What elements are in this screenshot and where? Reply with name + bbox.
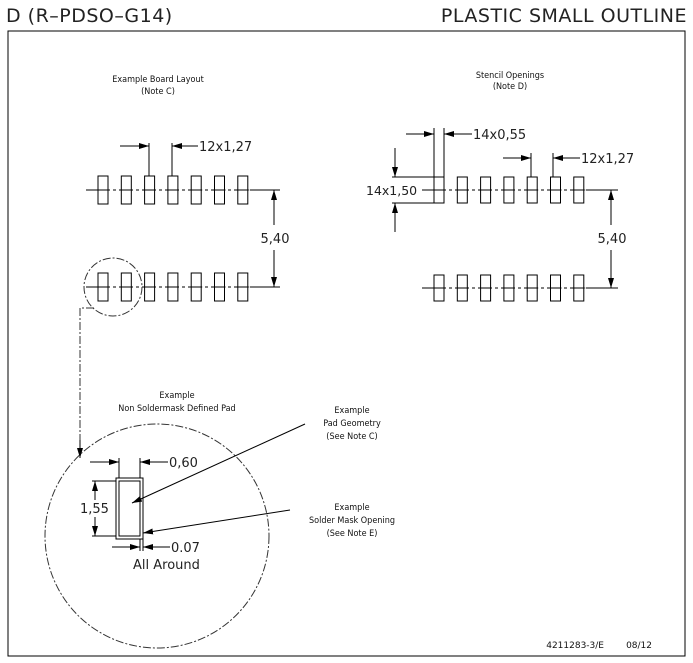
stencil-title: Stencil Openings xyxy=(476,71,544,81)
clearance-dimension: 0.07 All Around xyxy=(112,539,200,573)
stencil-length-label: 14x1,50 xyxy=(366,183,417,198)
board-row-spacing-dimension: 5,40 xyxy=(252,189,290,288)
board-layout-top-row xyxy=(86,175,280,205)
package-type: PLASTIC SMALL OUTLINE xyxy=(441,5,687,27)
stencil-pitch-label: 12x1,27 xyxy=(581,152,634,167)
stencil-row-spacing-label: 5,40 xyxy=(598,232,627,247)
stencil-top-row xyxy=(422,176,618,204)
board-row-spacing-label: 5,40 xyxy=(261,232,290,247)
stencil-width-dimension: 14x0,55 xyxy=(406,128,526,178)
callout-mask-line1: Example xyxy=(334,503,369,513)
clearance-label: 0.07 xyxy=(171,541,200,556)
drawing-date: 08/12 xyxy=(626,641,652,651)
solder-mask-opening xyxy=(115,477,144,540)
pad-width-dimension: 0,60 xyxy=(90,456,198,478)
pad-geometry xyxy=(118,480,141,537)
solder-mask-leader xyxy=(142,509,291,535)
drawing-number: 4211283-3/E xyxy=(546,641,604,651)
stencil-length-dimension: 14x1,50 xyxy=(366,148,440,232)
stencil-row-spacing-dimension: 5,40 xyxy=(590,189,627,289)
callout-mask-line3: (See Note E) xyxy=(327,529,378,539)
board-layout-bottom-row xyxy=(86,272,280,302)
detail-title-line2: Non Soldermask Defined Pad xyxy=(118,404,235,414)
detail-callout-circle xyxy=(83,257,143,317)
stencil-pitch-dimension: 12x1,27 xyxy=(503,152,634,177)
package-code: D (R–PDSO–G14) xyxy=(6,5,173,27)
callout-mask-line2: Solder Mask Opening xyxy=(309,516,395,526)
pad-length-label: 1,55 xyxy=(80,502,109,517)
callout-pad-line1: Example xyxy=(334,406,369,416)
board-layout-title: Example Board Layout xyxy=(112,75,204,85)
stencil-width-label: 14x0,55 xyxy=(473,128,526,143)
stencil-note: (Note D) xyxy=(493,82,527,92)
detail-circle xyxy=(44,423,270,649)
pad-width-label: 0,60 xyxy=(169,456,198,471)
detail-leader-line xyxy=(79,307,94,458)
stencil-bottom-row xyxy=(422,274,618,302)
callout-pad-line2: Pad Geometry xyxy=(323,419,381,429)
board-pitch-dimension: 12x1,27 xyxy=(120,140,252,176)
clearance-note: All Around xyxy=(133,558,200,573)
pad-length-dimension: 1,55 xyxy=(80,480,116,537)
board-layout-note: (Note C) xyxy=(141,87,175,97)
board-pitch-label: 12x1,27 xyxy=(199,140,252,155)
detail-title-line1: Example xyxy=(159,391,194,401)
drawing-frame xyxy=(7,30,686,657)
callout-pad-line3: (See Note C) xyxy=(326,432,377,442)
pad-geometry-leader xyxy=(131,423,306,504)
